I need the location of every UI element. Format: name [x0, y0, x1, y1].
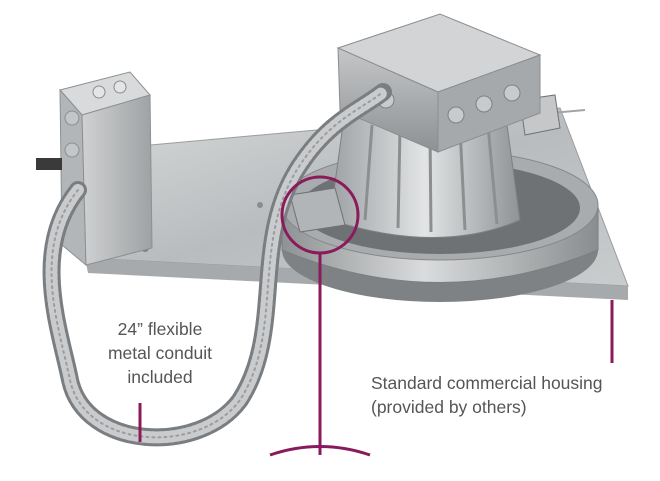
conduit-annotation-line2: metal conduit	[107, 343, 213, 363]
conduit-annotation: 24” flexible metal conduit included	[80, 317, 240, 389]
flexible-conduit-icon	[42, 83, 392, 447]
callout-arc	[269, 445, 371, 457]
recessed-housing-icon	[281, 13, 599, 302]
callout-markers	[138, 175, 614, 457]
conduit-annotation-line1: 24” flexible	[117, 319, 203, 339]
conduit-annotation-line3: included	[127, 367, 193, 387]
housing-annotation-line2: (provided by others)	[371, 397, 527, 417]
housing-annotation: Standard commercial housing (provided by…	[371, 371, 660, 419]
housing-annotation-line1: Standard commercial housing	[371, 373, 603, 393]
